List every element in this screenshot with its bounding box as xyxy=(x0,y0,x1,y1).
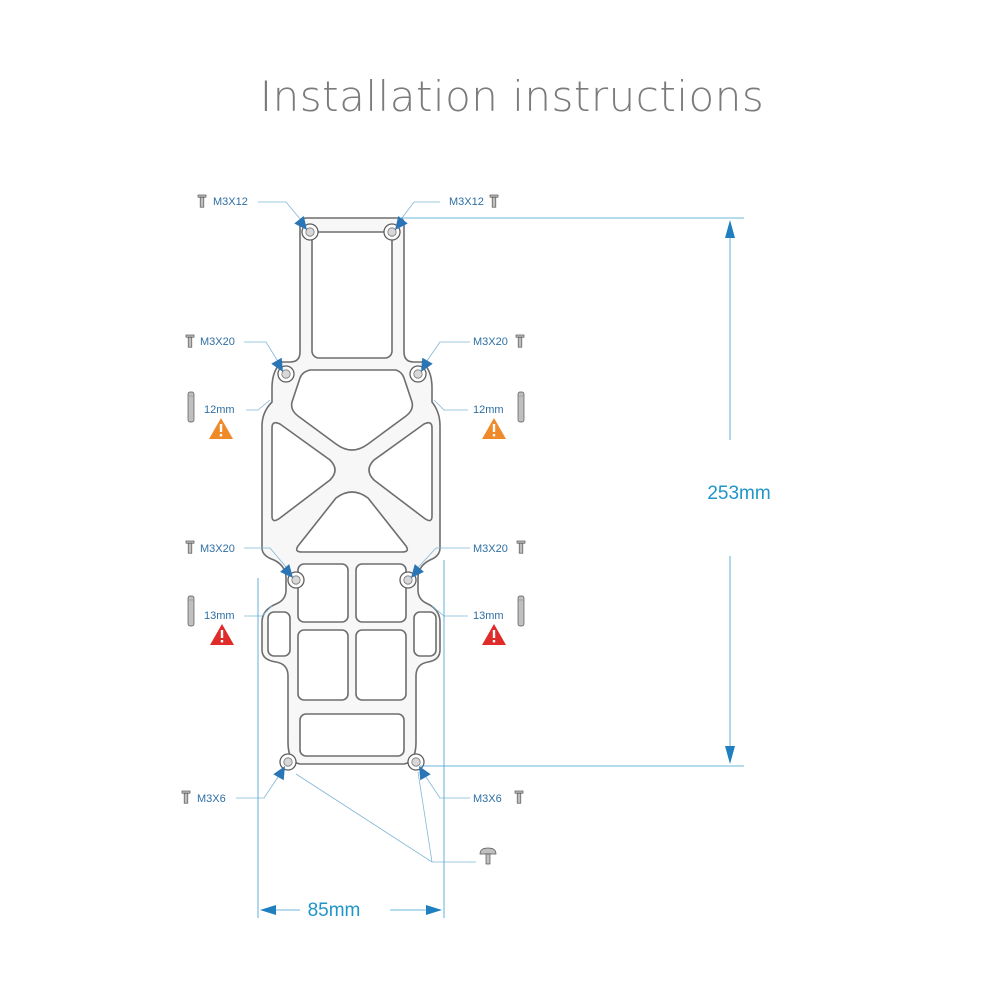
screw-icon xyxy=(489,194,499,208)
frame-plate xyxy=(261,217,441,765)
standoff-icon xyxy=(187,595,195,627)
warning-triangle-icon xyxy=(482,418,506,439)
label-screw-top-right: M3X12 xyxy=(449,196,484,208)
screw-icon xyxy=(185,334,195,348)
label-screw-bottom-left: M3X6 xyxy=(197,793,226,805)
screw-icon xyxy=(185,540,195,554)
label-screw-lower-mid-left: M3X20 xyxy=(200,543,235,555)
screw-icon xyxy=(514,790,524,804)
warning-triangle-icon xyxy=(210,624,234,645)
screw-icon xyxy=(516,540,526,554)
label-screw-bottom-right: M3X6 xyxy=(473,793,502,805)
screw-icon xyxy=(515,334,525,348)
screw-icon xyxy=(181,790,191,804)
label-standoff-upper-right: 12mm xyxy=(473,404,504,416)
label-standoff-lower-right: 13mm xyxy=(473,610,504,622)
height-dimension: 253mm xyxy=(400,217,771,767)
standoff-icon xyxy=(517,595,525,627)
label-screw-upper-mid-left: M3X20 xyxy=(200,336,235,348)
screw-icon xyxy=(197,194,207,208)
label-screw-top-left: M3X12 xyxy=(213,196,248,208)
label-standoff-lower-left: 13mm xyxy=(204,610,235,622)
width-dimension: 85mm xyxy=(257,560,445,921)
label-screw-lower-mid-right: M3X20 xyxy=(473,543,508,555)
warning-triangle-icon xyxy=(482,624,506,645)
height-dimension-label: 253mm xyxy=(707,483,770,504)
standoff-icon xyxy=(187,391,195,423)
standoff-icon xyxy=(517,391,525,423)
page-title: Installation instructions xyxy=(259,72,765,121)
label-standoff-upper-left: 12mm xyxy=(204,404,235,416)
width-dimension-label: 85mm xyxy=(308,900,361,921)
warning-triangle-icon xyxy=(209,418,233,439)
label-screw-upper-mid-right: M3X20 xyxy=(473,336,508,348)
pan-head-screw-icon xyxy=(479,847,497,865)
